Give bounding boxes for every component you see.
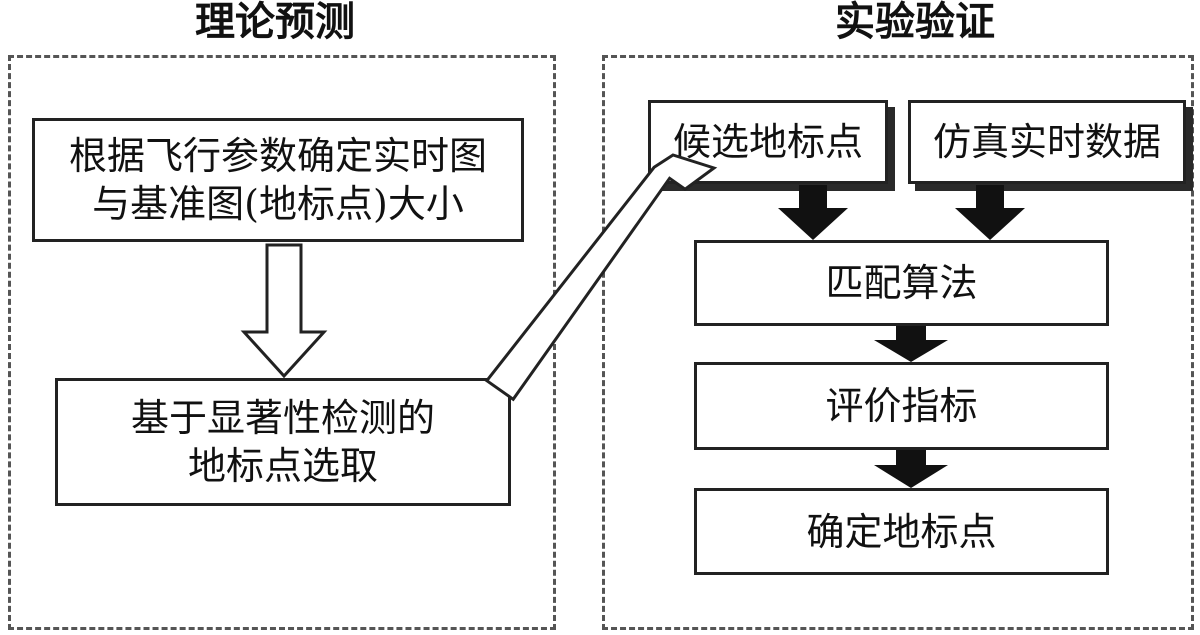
solid-arrow-evaluation-to-determine [874,450,948,488]
left-panel-title: 理论预测 [195,0,355,45]
matching-algorithm-label: 匹配算法 [825,261,978,305]
solid-arrow-simulation-to-matching [955,185,1025,240]
solid-arrow-candidate-to-matching [778,185,848,240]
matching-algorithm-box: 匹配算法 [694,240,1109,326]
candidate-landmark-label: 候选地标点 [672,120,863,164]
determine-landmark-label: 确定地标点 [806,509,997,554]
flight-parameter-box: 根据飞行参数确定实时图 与基准图(地标点)大小 [32,118,524,242]
flight-parameter-line1: 根据飞行参数确定实时图 [68,134,487,178]
saliency-selection-line1: 基于显著性检测的 [130,396,435,440]
evaluation-index-label: 评价指标 [825,384,978,428]
solid-arrow-matching-to-evaluation [874,326,948,362]
simulation-data-label: 仿真实时数据 [932,120,1161,164]
simulation-data-box: 仿真实时数据 [908,100,1186,184]
saliency-selection-line2: 地标点选取 [187,444,378,488]
evaluation-index-box: 评价指标 [694,362,1109,450]
hollow-down-arrow [240,243,328,379]
hollow-diagonal-arrow [484,153,718,402]
right-panel [602,55,1194,630]
flight-parameter-line2: 与基准图(地标点)大小 [92,182,464,226]
saliency-selection-box: 基于显著性检测的 地标点选取 [55,378,511,506]
right-panel-title: 实验验证 [835,0,995,45]
determine-landmark-box: 确定地标点 [694,488,1109,575]
